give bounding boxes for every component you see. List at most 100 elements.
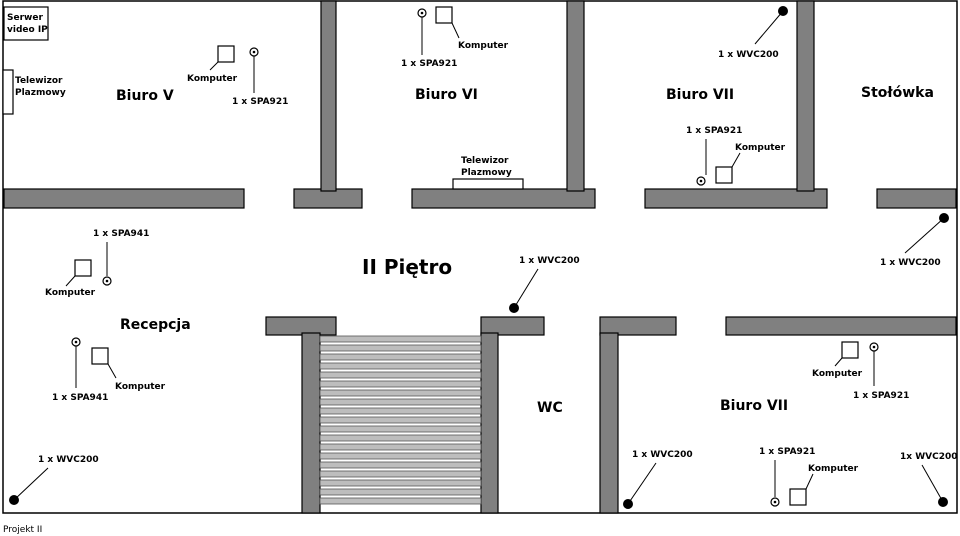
- stair-step: [319, 371, 482, 379]
- device-label: 1x WVC200: [900, 452, 958, 462]
- server-box: [3, 6, 49, 41]
- device-label: 1 x WVC200: [632, 450, 693, 460]
- leader-line: [834, 357, 843, 367]
- room-label: WC: [537, 400, 563, 416]
- device-label: 1 x WVC200: [718, 50, 779, 60]
- stair-step: [319, 497, 482, 505]
- phone-icon-dot: [105, 279, 109, 283]
- leader-line: [13, 467, 49, 501]
- stair-step: [319, 344, 482, 352]
- phone-icon-dot: [420, 11, 424, 15]
- computer-icon: [217, 45, 235, 63]
- room-label: Biuro VI: [415, 87, 478, 103]
- room-label: Recepcja: [120, 317, 191, 333]
- leader-line: [107, 363, 117, 379]
- computer-icon: [841, 341, 859, 359]
- tv-label-2: Plazmowy: [15, 88, 66, 98]
- phone-icon-dot: [74, 340, 78, 344]
- computer-icon: [789, 488, 807, 506]
- stair-step: [319, 398, 482, 406]
- stair-step: [319, 335, 482, 343]
- wall: [566, 0, 585, 192]
- server-label-1: Serwer: [7, 13, 43, 23]
- tv-label-1: Telewizor: [15, 76, 63, 86]
- wall: [876, 188, 957, 209]
- outer-wall: [2, 0, 958, 514]
- room-label: Biuro VII: [666, 87, 734, 103]
- footer-label: Projekt II: [3, 525, 42, 535]
- stair-step: [319, 380, 482, 388]
- tv-icon: [452, 178, 524, 190]
- wall: [293, 188, 363, 209]
- stair-step: [319, 407, 482, 415]
- stair-step: [319, 461, 482, 469]
- device-label: 1 x SPA921: [759, 447, 815, 457]
- wall: [265, 316, 337, 336]
- leader-line: [921, 464, 944, 503]
- device-label: Komputer: [187, 74, 238, 84]
- stair-step: [319, 362, 482, 370]
- stair-step: [319, 425, 482, 433]
- phone-icon-dot: [699, 179, 703, 183]
- wall: [725, 316, 957, 336]
- wall: [411, 188, 596, 209]
- device-label: 1 x SPA921: [853, 391, 909, 401]
- room-label: Biuro V: [116, 88, 174, 104]
- leader-line: [451, 22, 460, 39]
- wall: [320, 0, 337, 192]
- camera-icon: [623, 499, 633, 509]
- leader-line: [627, 462, 657, 505]
- computer-icon: [435, 6, 453, 24]
- stair-step: [319, 488, 482, 496]
- stair-step: [319, 434, 482, 442]
- leader-line: [209, 61, 219, 71]
- phone-icon-dot: [773, 500, 777, 504]
- stair-step: [319, 470, 482, 478]
- device-label: Komputer: [808, 464, 859, 474]
- device-label: 1 x SPA921: [401, 59, 457, 69]
- stair-step: [319, 443, 482, 451]
- camera-icon: [938, 497, 948, 507]
- device-label: Komputer: [458, 41, 509, 51]
- device-label: Komputer: [115, 382, 166, 392]
- leader-line: [513, 268, 539, 309]
- computer-icon: [91, 347, 109, 365]
- device-label: Komputer: [735, 143, 786, 153]
- device-label: Komputer: [45, 288, 96, 298]
- room-label: Biuro VII: [720, 398, 788, 414]
- device-label: 1 x SPA941: [93, 229, 149, 239]
- leader-line: [904, 217, 945, 254]
- wall: [480, 332, 499, 514]
- computer-icon: [74, 259, 92, 277]
- device-label: 1 x SPA921: [232, 97, 288, 107]
- wall: [644, 188, 828, 209]
- room-label: Stołówka: [861, 85, 934, 101]
- wall: [301, 332, 321, 514]
- server-label-2: video IP: [7, 25, 48, 35]
- tv-icon: [2, 69, 14, 115]
- stair-step: [319, 389, 482, 397]
- device-label: 1 x WVC200: [38, 455, 99, 465]
- device-label: Komputer: [812, 369, 863, 379]
- floor-title: II Piętro: [362, 255, 452, 279]
- leader-line: [65, 275, 76, 287]
- wall: [3, 188, 245, 209]
- phone-icon-dot: [872, 345, 876, 349]
- device-label: 1 x SPA921: [686, 126, 742, 136]
- device-label: 1 x WVC200: [880, 258, 941, 268]
- tv-label-2: Plazmowy: [461, 168, 512, 178]
- stair-step: [319, 452, 482, 460]
- tv-label-1: Telewizor: [461, 156, 509, 166]
- leader-line: [731, 152, 741, 168]
- stair-step: [319, 353, 482, 361]
- stair-step: [319, 416, 482, 424]
- leader-line: [754, 10, 784, 45]
- device-label: 1 x SPA941: [52, 393, 108, 403]
- phone-icon-dot: [252, 50, 256, 54]
- wall: [796, 0, 815, 192]
- wall: [599, 316, 677, 336]
- camera-icon: [509, 303, 519, 313]
- device-label: 1 x WVC200: [519, 256, 580, 266]
- computer-icon: [715, 166, 733, 184]
